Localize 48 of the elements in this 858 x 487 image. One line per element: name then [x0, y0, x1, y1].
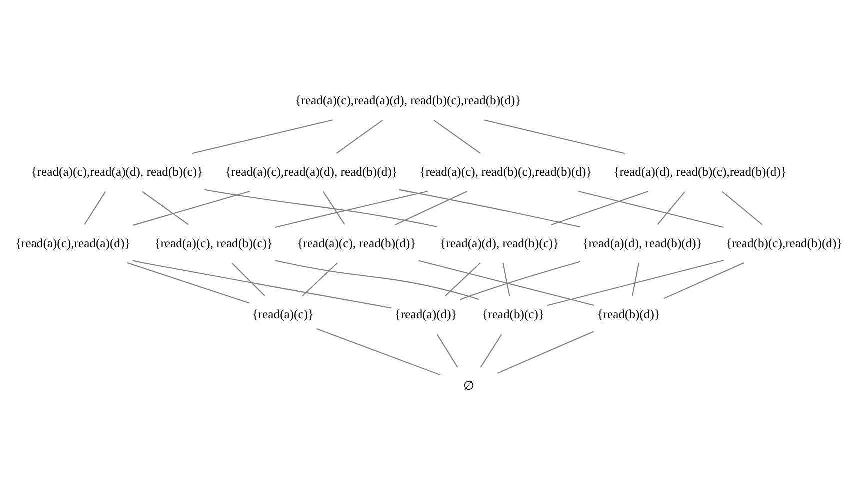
node-text: {read(b)(c)} — [482, 307, 545, 322]
node-text: {read(a)(d), read(b)(c),read(b)(d)} — [614, 164, 787, 178]
connector — [657, 190, 686, 224]
connector — [133, 260, 392, 308]
connector — [323, 191, 346, 224]
connector — [578, 190, 724, 228]
connector — [664, 262, 744, 299]
connector — [302, 262, 338, 296]
connector — [434, 119, 481, 154]
node-text: {read(a)(c), read(b)(d)} — [297, 236, 416, 250]
connector — [336, 119, 384, 154]
node-text: {read(a)(c),read(a)(d), read(b)(c)} — [31, 164, 204, 178]
connector — [316, 328, 441, 376]
connector — [395, 190, 468, 225]
connector — [418, 260, 594, 306]
node-text: {read(a)(d), read(b)(c)} — [440, 236, 560, 250]
node-text: {read(a)(d), read(b)(d)} — [582, 236, 702, 250]
node-text: {read(a)(c),read(a)(d), read(b)(d)} — [225, 164, 398, 178]
connector — [502, 262, 510, 296]
connector — [232, 262, 266, 296]
connector — [460, 260, 580, 300]
connector — [498, 330, 594, 374]
connector — [275, 190, 428, 228]
connector — [275, 260, 480, 300]
node-text: ∅ — [464, 378, 475, 393]
node-text: {read(a)(c),read(a)(d), read(b)(c),read(b)(d)} — [295, 92, 522, 107]
node-text: {read(b)(c),read(b)(d)} — [726, 236, 843, 250]
connector — [127, 262, 250, 304]
connector — [436, 334, 458, 368]
connector — [632, 262, 640, 296]
connector — [484, 119, 626, 154]
connector — [480, 334, 502, 368]
connector — [133, 190, 250, 226]
connector — [192, 119, 334, 154]
connector — [204, 188, 438, 228]
connector — [551, 190, 648, 225]
connector — [722, 190, 763, 225]
connector — [142, 190, 189, 225]
node-text: {read(a)(d)} — [394, 307, 458, 322]
node-text: {read(a)(c),read(a)(d)} — [15, 236, 131, 250]
connector — [547, 260, 724, 306]
node-text: {read(a)(c)} — [252, 307, 314, 322]
connector — [84, 191, 106, 224]
connector — [399, 188, 580, 228]
node-text: {read(b)(d)} — [597, 307, 660, 322]
node-text: {read(a)(c), read(b)(c),read(b)(d)} — [420, 164, 592, 178]
node-text: {read(a)(c), read(b)(c)} — [154, 236, 274, 250]
connector — [445, 262, 481, 296]
